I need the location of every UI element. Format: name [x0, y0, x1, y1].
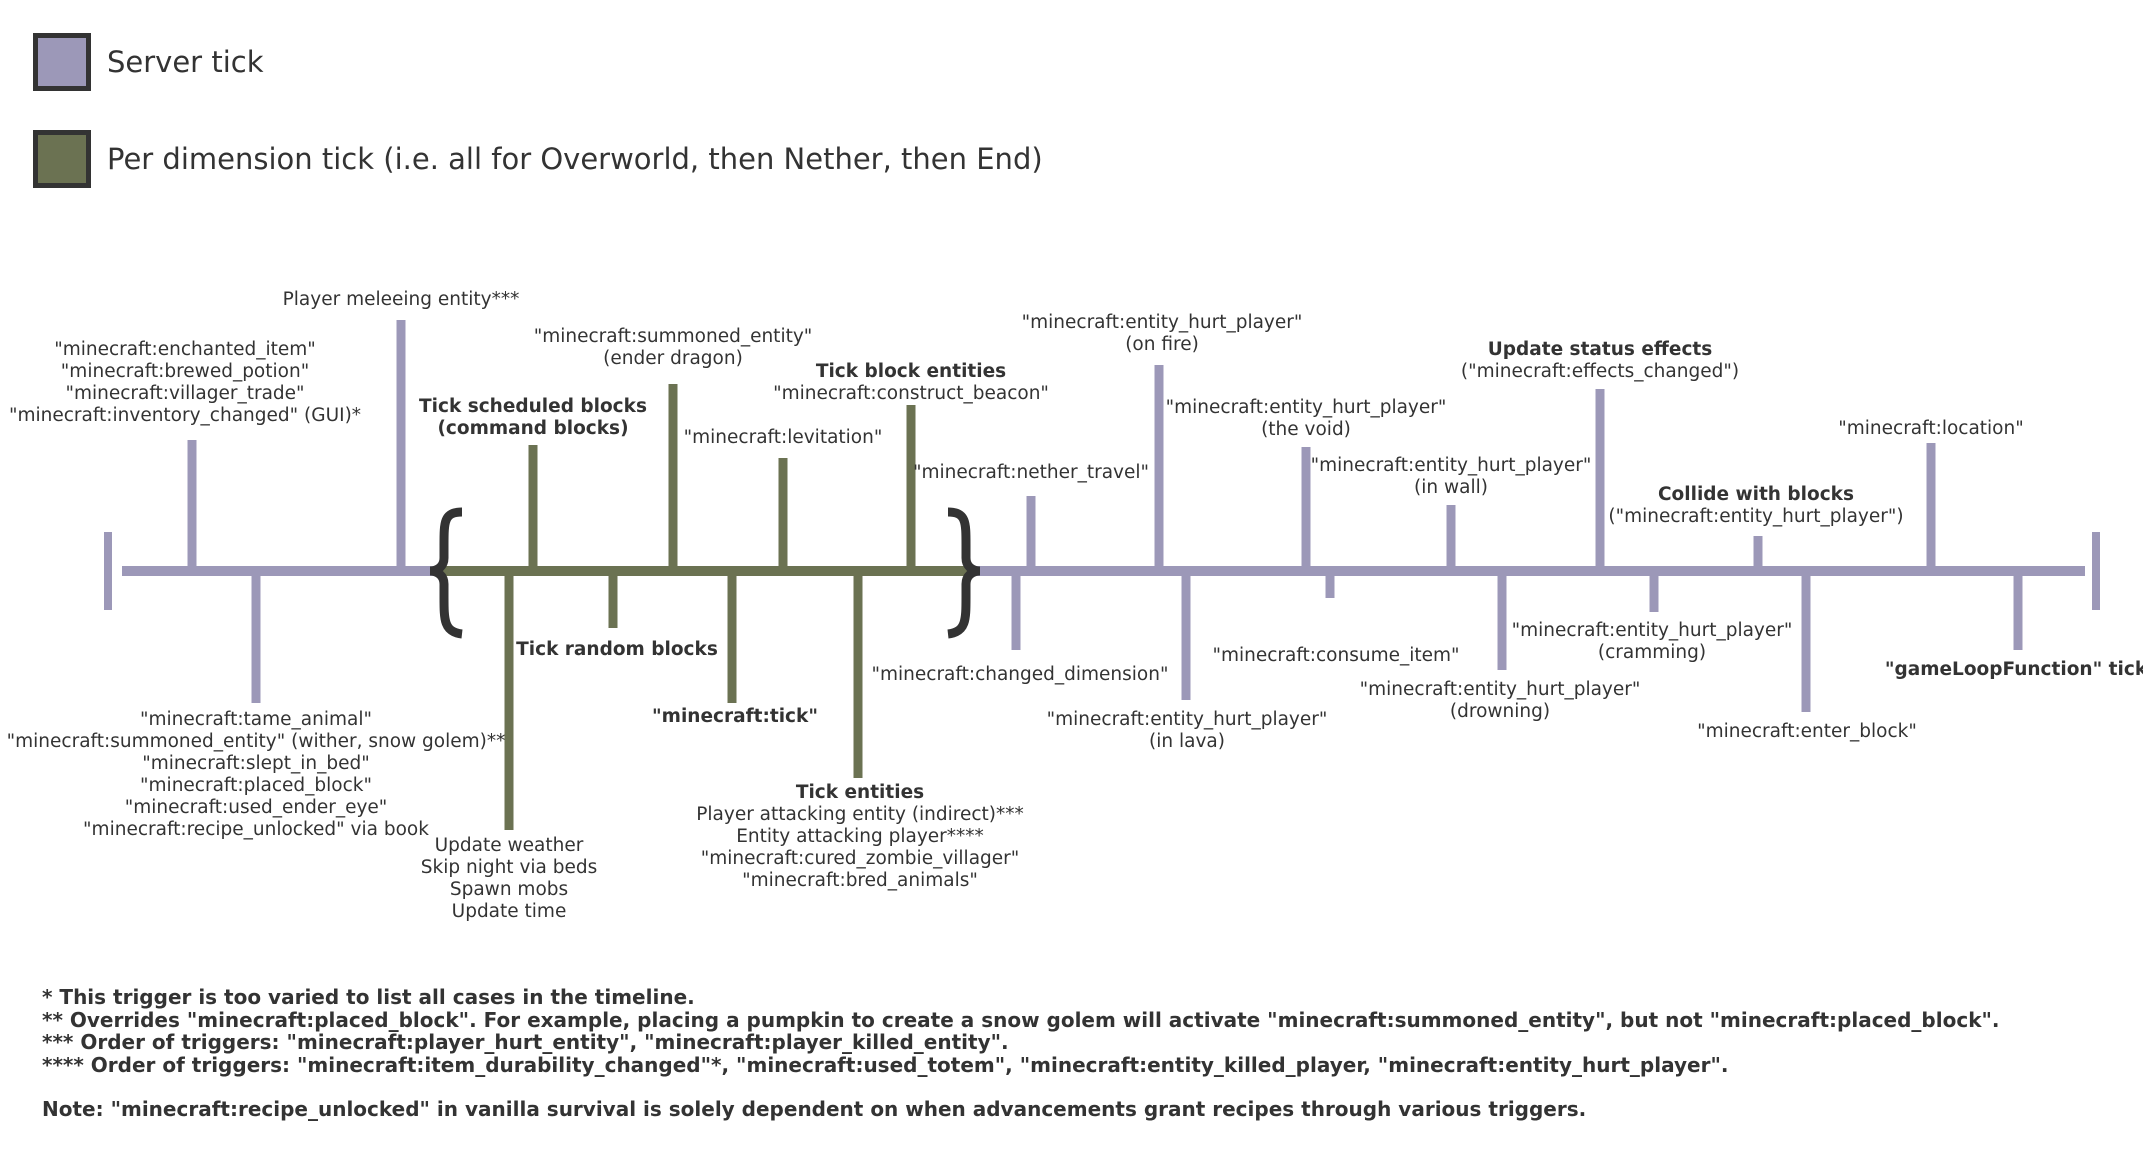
- event-label-2-line-2: "minecraft:summoned_entity" (wither, sno…: [7, 731, 506, 752]
- event-label-5-line-2: (command blocks): [437, 418, 628, 439]
- legend-swatch-dimension: [33, 130, 91, 188]
- event-label-22-line-1: Collide with blocks: [1658, 484, 1854, 505]
- event-label-15-line-2: (in lava): [1149, 731, 1225, 752]
- event-label-19-line-1: "minecraft:entity_hurt_player": [1360, 679, 1641, 700]
- event-label-16-line-2: (the void): [1261, 419, 1351, 440]
- event-label-14-line-2: (on fire): [1125, 334, 1199, 355]
- event-label-20-line-1: Update status effects: [1488, 339, 1713, 360]
- timeline: "minecraft:enchanted_item""minecraft:bre…: [7, 289, 2143, 922]
- event-label-21-line-2: (cramming): [1598, 642, 1706, 663]
- event-label-11-line-1: Tick block entities: [816, 361, 1006, 382]
- event-label-7-line-1: "minecraft:summoned_entity": [534, 326, 813, 347]
- dimension-close-brace: [947, 507, 981, 639]
- event-label-16-line-1: "minecraft:entity_hurt_player": [1166, 397, 1447, 418]
- event-label-22-line-2: ("minecraft:entity_hurt_player"): [1608, 506, 1903, 527]
- event-label-1-line-1: "minecraft:enchanted_item": [54, 339, 316, 360]
- event-label-1-line-2: "minecraft:brewed_potion": [61, 361, 309, 382]
- event-label-14-line-1: "minecraft:entity_hurt_player": [1022, 312, 1303, 333]
- event-label-24-line-1: "minecraft:location": [1838, 418, 2023, 439]
- event-label-10-line-1: Tick entities: [796, 782, 924, 803]
- event-label-12-line-1: "minecraft:changed_dimension": [872, 664, 1169, 685]
- footnotes: * This trigger is too varied to list all…: [42, 986, 2000, 1121]
- event-label-8-line-1: "minecraft:tick": [652, 706, 818, 727]
- event-label-4-line-1: Update weather: [435, 835, 584, 856]
- event-label-23-line-1: "minecraft:enter_block": [1697, 721, 1917, 742]
- event-label-2-line-5: "minecraft:used_ender_eye": [125, 797, 388, 818]
- event-label-19-line-2: (drowning): [1450, 701, 1550, 722]
- dimension-open-brace: [429, 507, 463, 639]
- event-label-6-line-1: Tick random blocks: [516, 639, 718, 660]
- event-label-4-line-4: Update time: [452, 901, 567, 922]
- legend-server-tick: Server tick: [33, 33, 263, 91]
- event-label-2-line-3: "minecraft:slept_in_bed": [142, 753, 369, 774]
- event-label-4-line-3: Spawn mobs: [450, 879, 568, 900]
- event-label-3-line-1: Player meleeing entity***: [283, 289, 520, 310]
- event-label-15-line-1: "minecraft:entity_hurt_player": [1047, 709, 1328, 730]
- event-label-25-line-1: "gameLoopFunction" tick: [1885, 659, 2143, 680]
- event-label-2-line-4: "minecraft:placed_block": [140, 775, 372, 796]
- event-label-10-line-2: Player attacking entity (indirect)***: [696, 804, 1024, 825]
- legend-label-server: Server tick: [107, 45, 264, 79]
- footnote-3: *** Order of triggers: "minecraft:player…: [42, 1030, 1009, 1054]
- event-label-2-line-1: "minecraft:tame_animal": [140, 709, 372, 730]
- footnote-1: * This trigger is too varied to list all…: [42, 985, 695, 1009]
- legend-swatch-server: [33, 33, 91, 91]
- event-label-21-line-1: "minecraft:entity_hurt_player": [1512, 620, 1793, 641]
- event-label-18-line-1: "minecraft:entity_hurt_player": [1311, 455, 1592, 476]
- event-label-7-line-2: (ender dragon): [603, 348, 743, 369]
- legend-dimension-tick: Per dimension tick (i.e. all for Overwor…: [33, 130, 1043, 188]
- event-label-10-line-5: "minecraft:bred_animals": [742, 870, 978, 891]
- event-label-5-line-1: Tick scheduled blocks: [419, 396, 647, 417]
- event-label-4-line-2: Skip night via beds: [421, 857, 598, 878]
- footnote-recipe-note: Note: "minecraft:recipe_unlocked" in van…: [42, 1097, 1587, 1121]
- event-label-1-line-3: "minecraft:villager_trade": [65, 383, 304, 404]
- event-label-1-line-4: "minecraft:inventory_changed" (GUI)*: [9, 405, 361, 426]
- event-label-11-line-2: "minecraft:construct_beacon": [773, 383, 1049, 404]
- event-label-10-line-3: Entity attacking player****: [736, 826, 984, 847]
- event-label-17-line-1: "minecraft:consume_item": [1212, 645, 1459, 666]
- legend-label-dimension: Per dimension tick (i.e. all for Overwor…: [107, 142, 1043, 176]
- event-label-13-line-1: "minecraft:nether_travel": [913, 462, 1149, 483]
- event-label-20-line-2: ("minecraft:effects_changed"): [1461, 361, 1739, 382]
- event-label-2-line-6: "minecraft:recipe_unlocked" via book: [83, 819, 429, 840]
- footnote-2: ** Overrides "minecraft:placed_block". F…: [42, 1007, 2000, 1032]
- event-label-10-line-4: "minecraft:cured_zombie_villager": [701, 848, 1020, 869]
- footnote-4: **** Order of triggers: "minecraft:item_…: [42, 1052, 1729, 1077]
- event-label-18-line-2: (in wall): [1414, 477, 1488, 498]
- event-label-9-line-1: "minecraft:levitation": [684, 427, 883, 448]
